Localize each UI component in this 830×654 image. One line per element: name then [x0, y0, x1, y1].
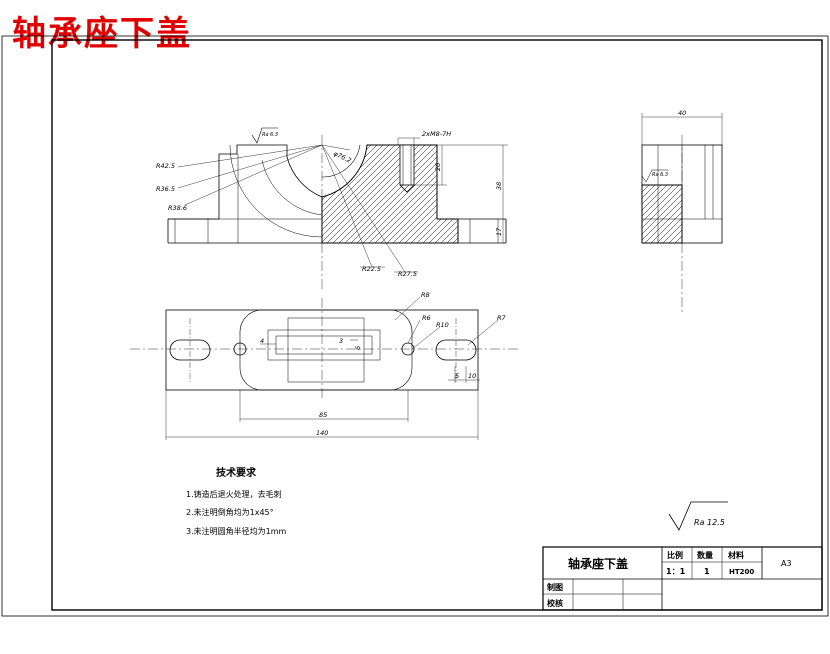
surface-finish-label: Ra 12.5	[694, 518, 725, 527]
dim-r27-5: R27.5	[398, 270, 417, 278]
title-block-material: HT200	[729, 568, 754, 576]
dim-4: 4	[260, 337, 264, 345]
dim-r7: R7	[497, 314, 507, 322]
dim-r38-6: R38.6	[168, 204, 187, 212]
dim-r10: R10	[436, 321, 449, 329]
dim-r6: R6	[422, 314, 431, 322]
inner-border	[51, 39, 823, 611]
title-block-qty: 1	[704, 567, 710, 576]
dim-r36-5: R36.5	[156, 185, 175, 193]
note-item: 3.未注明圆角半径均为1mm	[186, 526, 287, 536]
side-section-hatch	[641, 184, 683, 244]
dim-r8: R8	[421, 291, 430, 299]
top-view	[130, 296, 520, 440]
dim-20: 20	[434, 163, 442, 171]
title-block-h-qty: 数量	[697, 550, 713, 560]
dim-10: 10	[468, 372, 476, 380]
dim-85: 85	[319, 411, 327, 419]
dim-width-40: 40	[678, 109, 686, 117]
side-view	[641, 113, 723, 312]
title-block-size: A3	[781, 559, 792, 568]
outer-border	[1, 35, 829, 617]
dim-phi76-2: φ76.2	[332, 150, 352, 165]
dim-140: 140	[316, 429, 328, 437]
title-block-scale: 1：1	[666, 567, 686, 576]
title-block	[542, 546, 823, 611]
title-block-h-material: 材料	[728, 550, 744, 560]
side-roughness: Ra 6.3	[652, 172, 668, 178]
front-roughness: Ra 6.3	[262, 132, 278, 138]
dim-3: 3	[339, 337, 343, 345]
title-block-h-scale: 比例	[667, 550, 683, 560]
dim-6: 6	[354, 346, 362, 350]
dim-5: 5	[455, 372, 459, 380]
dim-thread-holes: 2xM8-7H	[422, 130, 451, 138]
title-block-checked: 校核	[547, 598, 563, 608]
notes-title: 技术要求	[216, 466, 257, 479]
dim-38: 38	[495, 182, 503, 190]
title-block-drawn: 制图	[547, 582, 563, 592]
dim-17: 17	[495, 227, 503, 236]
front-view	[167, 127, 508, 290]
dim-r22-5: R22.5	[362, 265, 381, 273]
note-item: 1.铸造后退火处理，去毛刺	[186, 489, 282, 499]
title-block-name: 轴承座下盖	[568, 556, 628, 571]
dim-r42-5: R42.5	[156, 162, 175, 170]
page-title: 轴承座下盖	[12, 14, 192, 54]
note-item: 2.未注明倒角均为1x45°	[186, 507, 274, 517]
surface-finish-symbol	[668, 501, 728, 531]
